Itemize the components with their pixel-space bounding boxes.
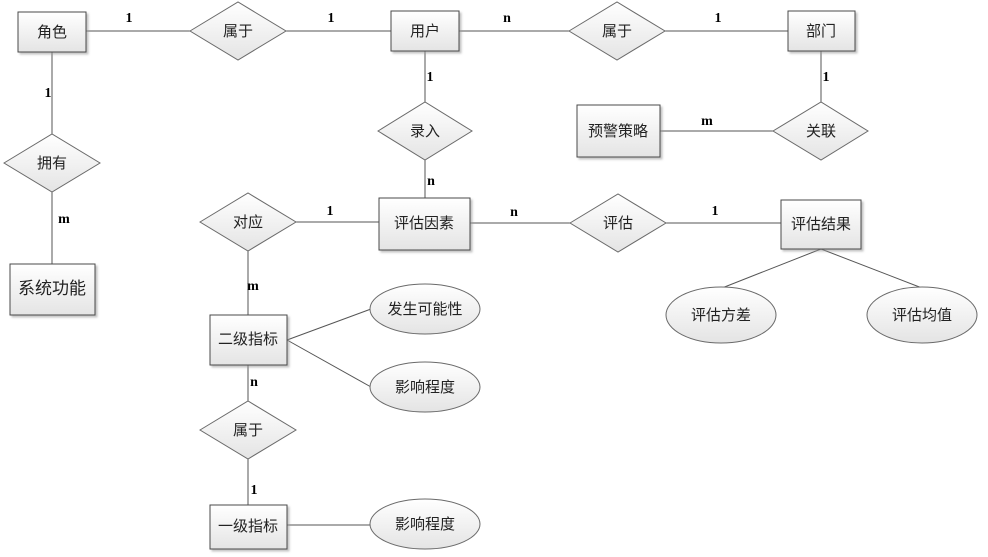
relation-input[interactable]: 录入 — [377, 101, 473, 161]
cardinality-label: n — [510, 205, 518, 220]
entity-system-function[interactable]: 系统功能 — [9, 263, 96, 316]
attribute-eval-variance[interactable]: 评估方差 — [665, 286, 777, 344]
entity-user[interactable]: 用户 — [390, 10, 460, 52]
entity-label: 角色 — [37, 23, 67, 41]
attribute-label: 影响程度 — [395, 515, 455, 533]
entity-label: 系统功能 — [18, 279, 86, 299]
line-l2-likelihood — [286, 308, 372, 341]
relation-belongs-user-dept[interactable]: 属于 — [568, 1, 666, 61]
connectors — [51, 30, 923, 526]
entity-department[interactable]: 部门 — [787, 10, 856, 52]
entity-label: 用户 — [410, 22, 440, 40]
cardinality-label: n — [427, 174, 435, 189]
cardinality-label: n — [250, 375, 258, 390]
cardinality-label: 1 — [327, 204, 334, 219]
cardinality-label: n — [503, 11, 511, 26]
cardinality-label: 1 — [715, 11, 722, 26]
entity-eval-result[interactable]: 评估结果 — [780, 199, 862, 250]
line-l2-impact — [286, 339, 372, 388]
entity-label: 预警策略 — [588, 122, 648, 140]
cardinality-label: 1 — [712, 204, 719, 219]
attribute-label: 发生可能性 — [387, 300, 462, 318]
relation-correspond[interactable]: 对应 — [199, 192, 297, 252]
relation-label: 对应 — [233, 213, 263, 231]
relation-belongs-role-user[interactable]: 属于 — [189, 1, 287, 61]
relation-belongs-indicator[interactable]: 属于 — [199, 400, 297, 460]
attribute-label: 评估方差 — [691, 306, 751, 324]
entity-warning-strategy[interactable]: 预警策略 — [576, 104, 661, 158]
attribute-impact-l1[interactable]: 影响程度 — [369, 498, 481, 550]
entity-label: 评估因素 — [394, 214, 454, 232]
cardinality-label: 1 — [328, 11, 335, 26]
entity-level2-indicator[interactable]: 二级指标 — [209, 314, 288, 366]
relation-label: 拥有 — [37, 154, 67, 172]
cardinality-label: m — [58, 212, 70, 227]
attribute-likelihood[interactable]: 发生可能性 — [369, 283, 481, 335]
entity-label: 部门 — [806, 22, 836, 40]
entity-role[interactable]: 角色 — [17, 11, 87, 53]
attribute-impact-l2[interactable]: 影响程度 — [369, 361, 481, 413]
entity-label: 一级指标 — [218, 517, 278, 535]
relation-label: 属于 — [223, 22, 253, 40]
line-result-variance — [721, 248, 822, 289]
relation-label: 录入 — [410, 122, 440, 140]
relation-has[interactable]: 拥有 — [3, 133, 101, 193]
entity-level1-indicator[interactable]: 一级指标 — [209, 504, 288, 550]
cardinality-label: 1 — [823, 70, 830, 85]
attribute-label: 影响程度 — [395, 378, 455, 396]
cardinality-label: m — [247, 279, 259, 294]
relation-label: 关联 — [806, 122, 836, 140]
entity-label: 二级指标 — [218, 330, 278, 348]
line-result-mean — [820, 248, 923, 289]
relation-label: 属于 — [233, 421, 263, 439]
cardinality-labels: 1 1 n 1 1 m 1 n 1 m 1 n 1 m n 1 — [45, 11, 830, 498]
cardinality-label: 1 — [45, 86, 52, 101]
relation-associate[interactable]: 关联 — [772, 101, 869, 161]
cardinality-label: m — [701, 114, 713, 129]
relation-label: 评估 — [603, 214, 633, 232]
entity-label: 评估结果 — [791, 215, 851, 233]
relation-evaluate[interactable]: 评估 — [569, 193, 667, 253]
cardinality-label: 1 — [126, 11, 133, 26]
cardinality-label: 1 — [427, 70, 434, 85]
attribute-eval-mean[interactable]: 评估均值 — [866, 286, 978, 344]
relation-label: 属于 — [602, 22, 632, 40]
cardinality-label: 1 — [251, 483, 258, 498]
entity-eval-factor[interactable]: 评估因素 — [378, 197, 471, 251]
attribute-label: 评估均值 — [892, 306, 952, 324]
